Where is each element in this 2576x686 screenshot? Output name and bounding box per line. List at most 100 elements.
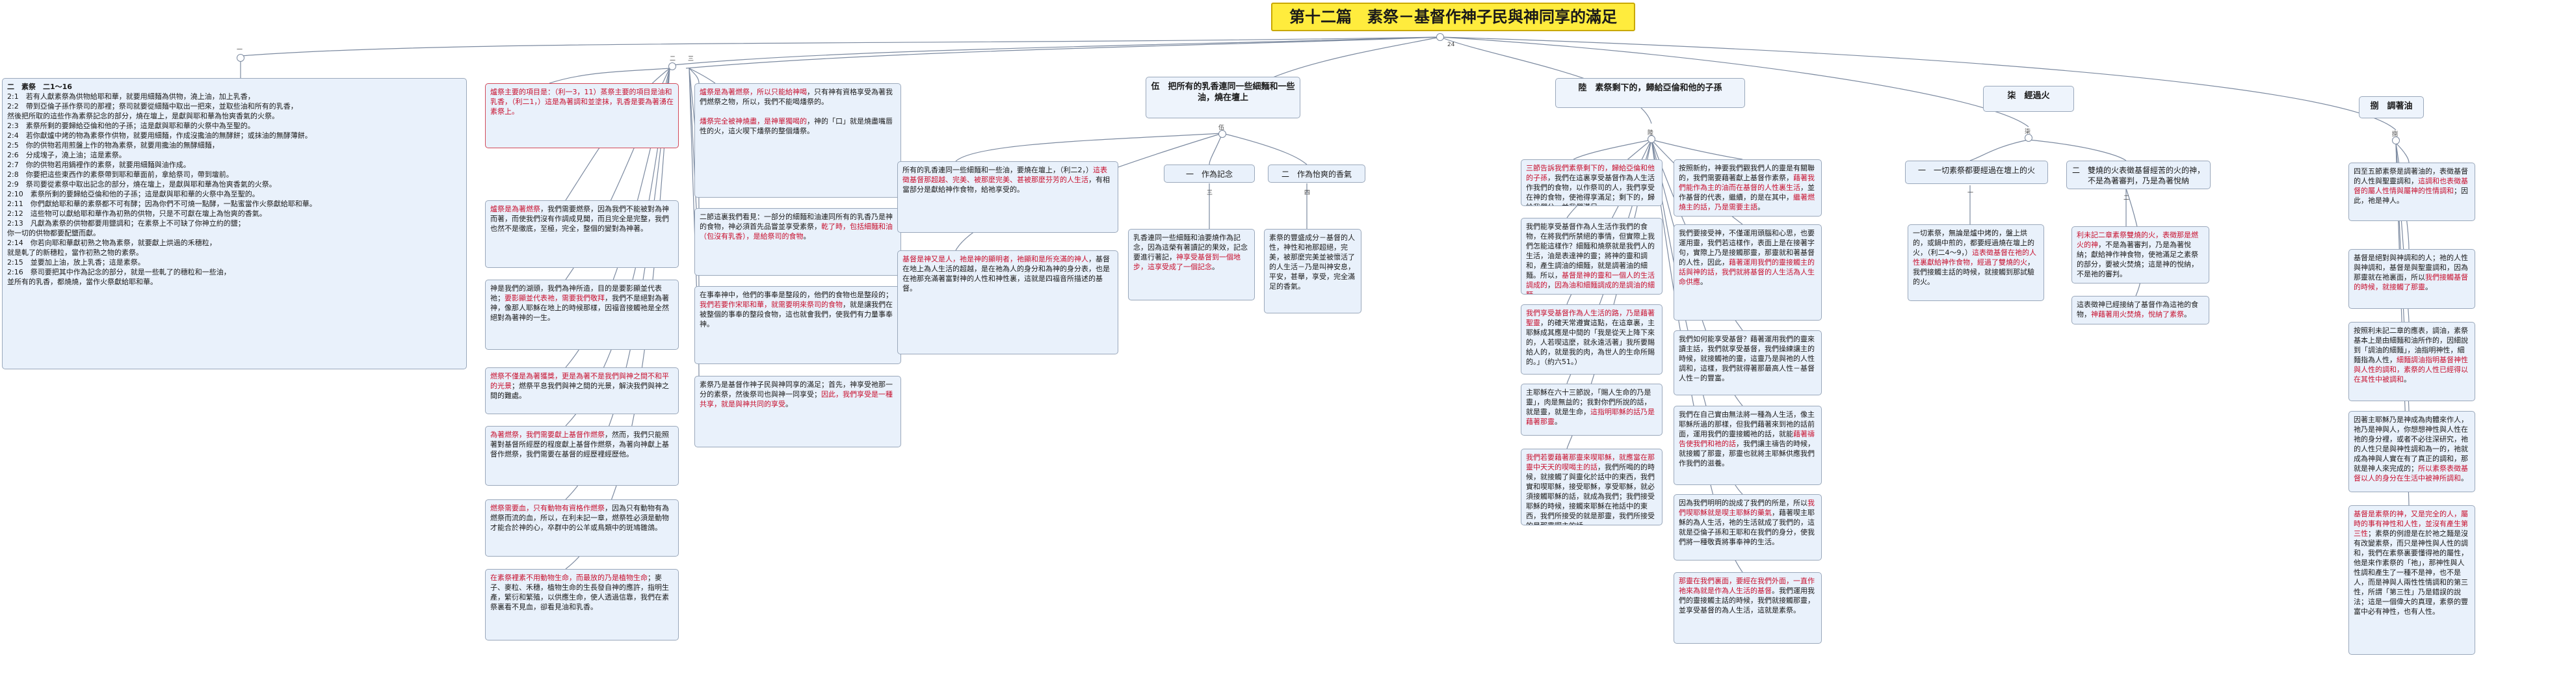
- b7-n4[interactable]: 因著主耶穌乃是神成為肉體來作人，祂乃是神與人，你想想神性與人性在祂的身分裡，或者…: [2348, 411, 2475, 492]
- b5-n4[interactable]: 主耶穌在六十三節說，「賜人生命的乃是靈」，肉是無益的；我對你們所說的話，就是靈，…: [1521, 384, 1663, 436]
- b3-n4[interactable]: 在事奉神中，他們的事奉是整段的，他們的食物也是整段的；我們若要作宋耶和華，就需要…: [694, 286, 901, 364]
- b6-n1[interactable]: 一切素祭，無論是爐中烤的，盤上烘的，或鍋中煎的，都要經過燒在壇上的火，（利二4～…: [1908, 224, 2044, 301]
- b4-n3-pre: 乳香連同一些細麵和油要燒作為記念，因為這榮有著讀記的果效，記念要進行著記，: [1133, 233, 1248, 261]
- b5-n7[interactable]: 我們要接受神，不僅運用頭腦和心思，也要運用靈，我們若這樣作，表面上是在接著字句，…: [1674, 224, 1822, 321]
- b3-n5-red: 因此，我們享受是一種共享，就是與神共同的享受: [700, 390, 893, 408]
- b4-label: 伍: [1218, 125, 1225, 131]
- b4-sub1[interactable]: 一 作為記念: [1164, 165, 1255, 183]
- b3-n3-red: 乾了時，包括細麵和油（包沒有乳香），是給祭司的食物: [700, 222, 893, 241]
- b6-topic[interactable]: 柒 經過火: [1983, 86, 2074, 112]
- b4-toggle[interactable]: [1218, 130, 1226, 138]
- b6-n2-post: ，不是為著審判，乃是為著悅納；獻給神作神食物，使祂滿足之素祭的部分，要被火焚燒；…: [2077, 241, 2198, 278]
- b7-n2[interactable]: 基督是絕對與神調和的人；祂的人性與神調和，基督是與聖靈調和，因為那靈就在祂裏面，…: [2348, 249, 2475, 309]
- b5-n5-post: ，我們所喝的的時候，就接觸了與靈化於話中的東西，我們實和喫耶穌，接受耶穌，享受耶…: [1526, 463, 1655, 525]
- b7-n5[interactable]: 基督是素祭的神，又是完全的人，屬時的事有神性和人性，並沒有產生第三性；素祭的例證…: [2348, 505, 2475, 655]
- scripture-line: 2:5 你的供物若用煎盤上作的物為素祭，就要用攙油的無酵細麵，: [7, 141, 219, 150]
- b7-toggle[interactable]: [2392, 137, 2400, 144]
- b2-n4-post: ；燃祭平息我們與神之間的光景，解決我們與神之間的難處。: [490, 382, 669, 400]
- b2-n6-red: 燃祭需要血，只有動物有資格作燃祭: [490, 504, 605, 512]
- b3-n-top[interactable]: 爐祭是為著燃祭，所以只能給神喝，只有神有資格享受為著我們燃祭之物，所以，我們不能…: [694, 83, 901, 198]
- scripture-line: 2:11 你們獻給耶和華的素祭都不可有酵；因為你們不可燒一點酵，一點蜜當作火祭獻…: [7, 200, 317, 208]
- b3-n5-post: 。: [785, 400, 793, 408]
- b5-n1[interactable]: 三節告訴我們素祭剩下的，歸給亞倫和他的子孫，我們在這裏享受基督作為人生活作我們的…: [1521, 159, 1663, 206]
- scripture-line: 2:2 帶到亞倫子孫作祭司的那裡；祭司就要從細麵中取出一把來，並取些油和所有的乳…: [7, 102, 298, 111]
- b7-n1-post: ；因此，祂是神人。: [2354, 187, 2468, 205]
- scripture-line: 就是軋了的新穗粒，當作初熟之物的素祭。: [7, 248, 143, 257]
- b2-n7[interactable]: 在素祭裡素不用動物生命，而最放的乃是植物生命；麥子、麥粒、禾穗，植物生命的生長發…: [485, 569, 679, 640]
- b7-topic[interactable]: 捌 調著油: [2359, 96, 2424, 118]
- scripture-line: 2:6 分成塊子，澆上油；這是素祭。: [7, 151, 126, 159]
- b5-n8[interactable]: 我們如何能享受基督？藉著運用我們的靈來讀主話，我們就享受基督，我們操練讓主的時候…: [1674, 330, 1822, 395]
- b2-n5[interactable]: 為著燃祭，我們需要獻上基督作燃祭，然而，我們只能照著對基督所經歷的程度獻上基督作…: [485, 426, 679, 486]
- b5-n6[interactable]: 按照新約，神要我們觀我們人的靈是有關聯的，我們需要藉著獻上基督作素祭，藉著我們能…: [1674, 159, 1822, 217]
- b6-sub2[interactable]: 二 雙燒的火表徵基督經苦的火的神，不是為著審判，乃是為著悅納: [2066, 161, 2211, 189]
- b2-n5-red: 為著燃祭，我們需要獻上基督作燃祭: [490, 430, 605, 439]
- b2-n4[interactable]: 燃祭不僅是為著獲獎，更是為著不是我們與神之間不和平的光景；燃祭平息我們與神之間的…: [485, 367, 679, 414]
- b5-n2-red: 基督是神的靈和一個人的生活調成的: [1526, 271, 1655, 289]
- root-topic[interactable]: 第十二篇 素祭－基督作神子民與神同享的滿足（二）: [1271, 3, 1635, 31]
- b6-n3[interactable]: 這表徵神已經接納了基督作為這祂的食物，神藉著用火焚燒，悅納了素祭。: [2071, 296, 2209, 324]
- b2-n6[interactable]: 燃祭需要血，只有動物有資格作燃祭，因為只有動物有為燃祭而流的血，所以，在利未記一…: [485, 499, 679, 557]
- scripture-line: 並所有的乳香，都燒燒，當作火祭獻給耶和華。: [7, 278, 157, 286]
- link-b3-n2: [689, 68, 716, 84]
- b4-n3-red: 神享受基督到一個地步，這享受成了一個記念: [1133, 253, 1241, 271]
- scripture-line: 2:10 素祭所剩的要歸給亞倫和他的子孫；這是獻與耶和華的火祭中為至聖的。: [7, 190, 259, 198]
- b7-n3[interactable]: 按照利未記二章的應表，調油，素祭基本上是由細麵和油所作的，因細說到「調油的細麵」…: [2348, 322, 2475, 401]
- b3-n1-post: ，只有神有資格享受為著我們燃祭之物，所以，我們不能喝燔祭的。: [700, 88, 893, 106]
- b4-n2-red: 基督是神又是人，祂是神的顯明者，祂顯和是所充滿的神人: [902, 255, 1088, 263]
- b2-toggle[interactable]: [668, 62, 676, 70]
- b5-n3[interactable]: 我們享受基督作為人生活的路，乃是藉著聖靈，的確天常遵實這點，在這章裏，主耶穌成其…: [1521, 304, 1663, 375]
- b5-n11[interactable]: 那靈在我們裏面，要經在我們外面，一直作祂來為就是作為人生活的基督。我們運用我們的…: [1674, 572, 1822, 644]
- b4-n1[interactable]: 所有的乳香連同一些細麵和一些油，要燒在壇上，（利二2，）這表徵基督那超越、完美、…: [897, 161, 1118, 233]
- b6-n2-red: 利未記二章素祭雙燒的火，表徵那是燃火的神: [2077, 231, 2198, 249]
- b5-topic[interactable]: 陸 素祭剩下的，歸給亞倫和他的子孫: [1555, 78, 1745, 108]
- b6-n1-pre: 一切素祭，無論是爐中烤的，盤上烘的，或鍋中煎的，都要經過燒在壇上的火，（利二4～…: [1913, 229, 2034, 257]
- link-b4-sub1: [1209, 133, 1223, 165]
- scripture-line: 2:12 這些物可以獻給耶和華作為初熟的供物，只是不可獻在壇上為怡爽的香氣。: [7, 209, 267, 218]
- b7-n1-pre: 四至五節素祭是調著油的，表徵基督的人性與聖靈調和，: [2354, 167, 2468, 185]
- scripture-line: 2:8 你要把這些東西作的素祭帶到耶和華面前，拿給祭司，帶到壇前。: [7, 170, 233, 179]
- link-b5-n11: [1651, 139, 1743, 573]
- b6-toggle[interactable]: [2025, 134, 2032, 142]
- b4-n1-red: 這表徵基督那超越、完美、被那麼完美、甚被那麼芬芳的人生活: [902, 166, 1107, 184]
- b5-label: 陸: [1648, 130, 1654, 137]
- b6-n3-post: 。: [2184, 310, 2191, 319]
- b4-n4[interactable]: 素祭的豐盛成分－基督的人性，神性和祂那超絕，完美，被那麼完美並被懷活了的人生活－…: [1264, 229, 1361, 313]
- b7-n3-post: 。: [2404, 375, 2411, 384]
- b5-n10-post: ，藉著喫主耶穌的為人生活，祂的生活就成了我們的，這就是亞倫子孫和王耶和在我們的身…: [1679, 508, 1815, 546]
- b4-n2[interactable]: 基督是神又是人，祂是神的顯明者，祂顯和是所充滿的神人，基督在地上為人生活的超越，…: [897, 250, 1118, 354]
- b5-n10-red: 我們喫耶穌就是喫主耶穌的藥氣: [1679, 499, 1815, 517]
- b5-n6-red: 藉著我們能作為主的油而在基督的人性裏生活: [1679, 174, 1815, 192]
- b4-n2-post: ，基督在地上為人生活的超越，是在祂為人的身分和為神的身分表，也是在祂那充滿著富對…: [902, 255, 1110, 293]
- b6-n2[interactable]: 利未記二章素祭雙燒的火，表徵那是燃火的神，不是為著審判，乃是為著悅納；獻給神作神…: [2071, 226, 2209, 284]
- b4-sub2[interactable]: 二 作為怡爽的香氣: [1268, 165, 1365, 183]
- b6-sub1[interactable]: 一 一切素祭都要經過在壇上的火: [1905, 161, 2048, 184]
- b5-n5[interactable]: 我們若要藉著那靈來喫耶穌，就應當在那靈中天天的喫喝主的話，我們所喝的的時候，就接…: [1521, 449, 1663, 525]
- b5-n9-post: ，我們讓主禱告的時候，就接觸了那靈，那靈也就將主耶穌供應我們作我們的滋養。: [1679, 440, 1815, 468]
- b2-n1[interactable]: 爐祭主要的項目是：（利一3，11）蒸祭主要的項目是油和乳香，（利二1，）這是為著…: [485, 83, 679, 148]
- b4-topic[interactable]: 伍 把所有的乳香連同一些細麵和一些油，燒在壇上: [1146, 77, 1300, 118]
- b7-n1[interactable]: 四至五節素祭是調著油的，表徵基督的人性與聖靈調和，這調和也表徵基督的屬人性情與屬…: [2348, 163, 2475, 221]
- b5-n2-post2: 。: [1533, 291, 1540, 294]
- b5-n9[interactable]: 我們在自己實由無法將一種為人生活，像主耶穌所過的那樣，但我們藉著來到祂的話前面，…: [1674, 406, 1822, 485]
- b4-n3[interactable]: 乳香連同一些細麵和油要燒作為記念，因為這榮有著讀記的果效，記念要進行著記，神享受…: [1128, 229, 1255, 300]
- b3-n4-post: ，就是讓我們在被整個的事奉的整段食物，這也就會我們，使我們有力量事奉神。: [700, 300, 893, 328]
- b3-n5[interactable]: 素祭乃是基督作神子民與神同享的滿足；首先，神享受祂那一分的素祭，然後祭司也與神一…: [694, 376, 901, 447]
- b5-n7-post: 。: [1700, 278, 1707, 286]
- b5-n10[interactable]: 因為我們明明的說成了我們的所是，所以我們喫耶穌就是喫主耶穌的藥氣，藉著喫主耶穌的…: [1674, 494, 1822, 561]
- b6-n1-red: 這表徵基督在祂的人性裏獻給神作食物，經過了雙燒的火: [1913, 248, 2036, 267]
- b1-label: 一: [237, 47, 243, 53]
- b5-n2[interactable]: 我們能享受基督作為人生活作我們的食物，在將我們所禁絕的事情，但實際上我們怎能這樣…: [1521, 218, 1663, 295]
- b5-n2-post: ，: [1547, 281, 1555, 289]
- root-collapse-toggle[interactable]: [1436, 33, 1444, 41]
- b5-n4-post: 。: [1555, 417, 1562, 426]
- b5-n6-post: ，並作基督的代表，繼續，的是在其中，: [1679, 183, 1815, 202]
- b2-n3[interactable]: 神是我們的湖頭，我們為神所造，目的是要影顯並代表祂；要影顯並代表祂，需要我們敬拜…: [485, 280, 679, 350]
- b1-toggle[interactable]: [237, 54, 244, 62]
- b2-n2[interactable]: 爐祭是為著燃祭，我們需要燃祭，因為我們不能被對為神而著，而使我們沒有作調成見聞，…: [485, 200, 679, 268]
- link-b3-n1: [689, 68, 700, 84]
- b5-toggle[interactable]: [1648, 135, 1655, 143]
- b3-n3[interactable]: 二節這裏我們看見：一部分的細麵和油連同所有的乳香乃是神的食物，神必須首先品嘗並享…: [694, 208, 901, 276]
- b4-sub2-badge: 四: [1304, 190, 1311, 196]
